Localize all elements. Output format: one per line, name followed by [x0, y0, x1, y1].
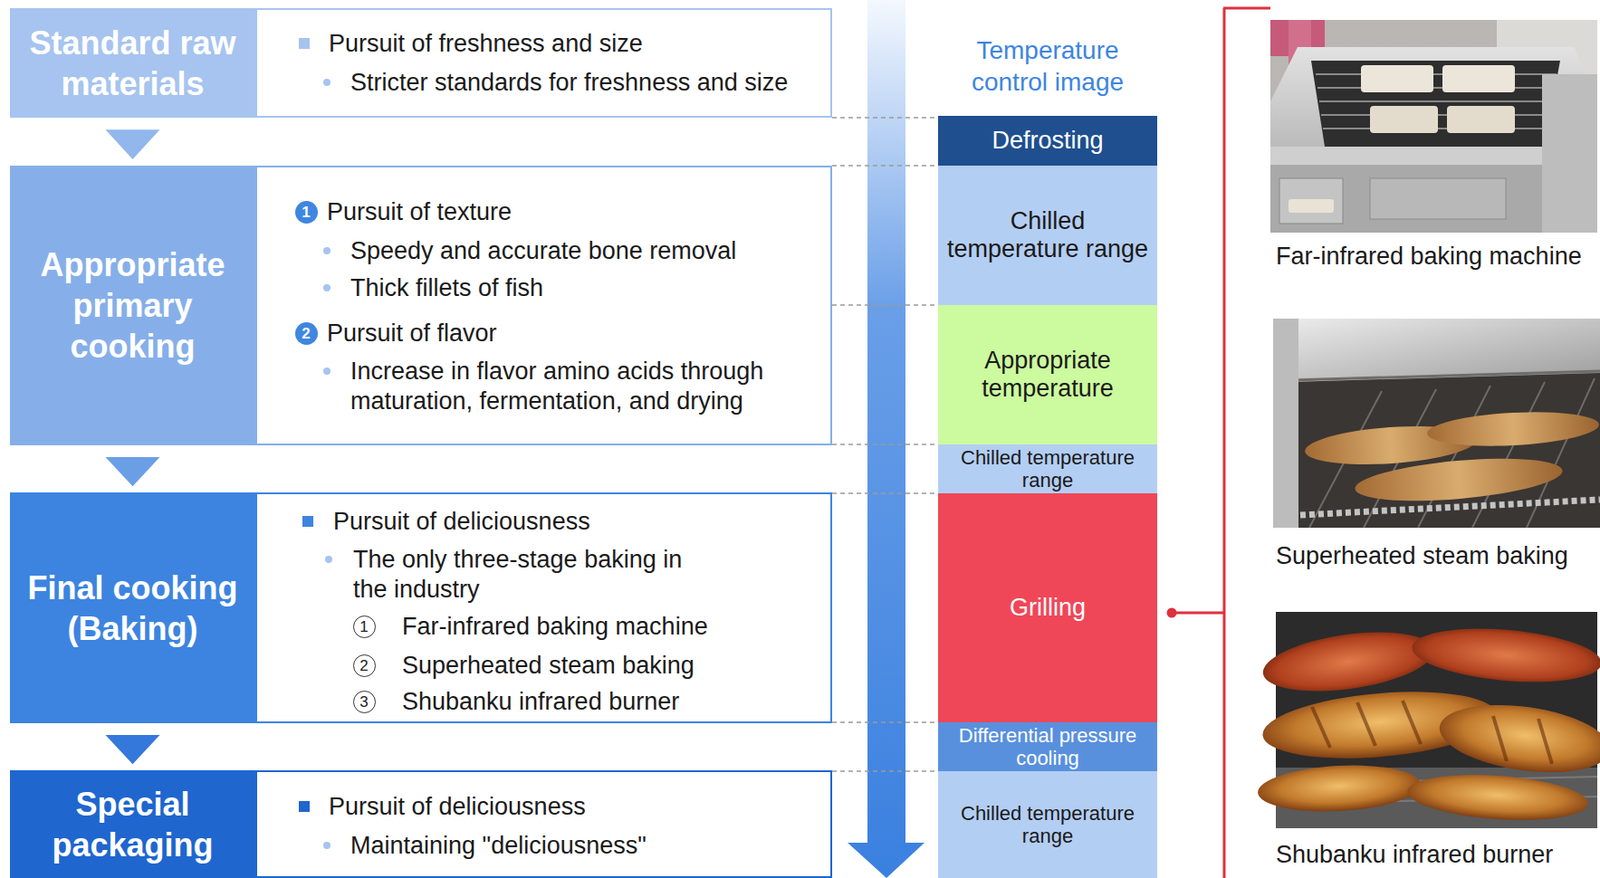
- bullet-item: The only three-stage baking in the indus…: [353, 545, 711, 605]
- callout-number: 2: [353, 654, 376, 678]
- dot-bullet: [325, 555, 333, 564]
- photo-caption: Shubanku infrared burner: [1275, 839, 1553, 871]
- dot-bullet: [323, 247, 331, 255]
- photo-caption: Superheated steam baking: [1275, 540, 1569, 572]
- photo-superheated-steam: [1273, 318, 1600, 528]
- callout-number: 1: [295, 201, 318, 224]
- band-text: Chilled temperature range: [945, 207, 1150, 264]
- dot-bullet: [323, 367, 331, 375]
- bullet-heading: Pursuit of texture: [326, 197, 512, 228]
- bullet-item: Maintaining "deliciousness": [350, 831, 647, 862]
- bullet-heading: Pursuit of freshness and size: [328, 28, 643, 59]
- stage-content: Pursuit of deliciousnessThe only three-s…: [255, 492, 833, 724]
- callout-number: 2: [295, 322, 318, 345]
- stage-title: Final cooking (Baking): [19, 567, 247, 650]
- bullet-heading: Pursuit of deliciousness: [333, 507, 591, 537]
- guide-lines: [832, 117, 939, 772]
- stage-content: Pursuit of freshness and sizeStricter st…: [255, 8, 833, 118]
- flow-chevron: [105, 735, 161, 765]
- list-item: Far-infrared baking machine: [402, 612, 709, 642]
- temperature-band: Grilling: [938, 493, 1158, 723]
- temperature-band: Chilled temperature range: [938, 771, 1158, 878]
- list-item: Superheated steam baking: [402, 651, 695, 681]
- section-title: Temperature control image: [943, 34, 1152, 98]
- band-text: Chilled temperature range: [945, 802, 1150, 849]
- bullet-heading: Pursuit of flavor: [326, 318, 498, 349]
- temperature-band: Chilled temperature range: [938, 165, 1158, 306]
- band-text: Appropriate temperature: [945, 346, 1150, 403]
- temperature-band: Differential pressure cooling: [938, 722, 1158, 772]
- square-bullet: [298, 801, 310, 813]
- stage-header: Special packaging: [9, 770, 256, 878]
- dot-bullet: [323, 78, 331, 87]
- photo-caption: Far-infrared baking machine: [1275, 240, 1582, 272]
- dot-bullet: [323, 842, 331, 850]
- bullet-heading: Pursuit of deliciousness: [328, 792, 586, 823]
- temperature-band: Chilled temperature range: [938, 444, 1158, 494]
- band-text: Differential pressure cooling: [945, 724, 1150, 771]
- flow-chevron: [105, 457, 161, 487]
- square-bullet: [302, 516, 314, 527]
- band-text: Chilled temperature range: [945, 446, 1150, 493]
- photo-shubanku-burner: [1256, 612, 1600, 829]
- list-item: Shubanku infrared burner: [402, 687, 680, 718]
- dot-bullet: [323, 284, 331, 292]
- stage-header: Final cooking (Baking): [9, 492, 256, 724]
- bullet-item: Increase in flavor amino acids through m…: [350, 356, 817, 417]
- temperature-arrow: [847, 0, 925, 878]
- callout-number: 1: [353, 615, 376, 639]
- bracket: [1171, 8, 1271, 878]
- square-bullet: [298, 38, 310, 49]
- bullet-item: Stricter standards for freshness and siz…: [350, 67, 788, 98]
- stage-title: Appropriate primary cooking: [19, 244, 247, 367]
- band-text: Defrosting: [991, 126, 1103, 155]
- bracket-dot: [1167, 608, 1178, 619]
- stage-title: Standard raw materials: [19, 22, 247, 105]
- stage-title: Special packaging: [19, 784, 247, 866]
- photo-far-infrared: [1270, 19, 1598, 233]
- temperature-band: Defrosting: [938, 115, 1158, 166]
- stage-content: Pursuit of deliciousnessMaintaining "del…: [255, 770, 833, 878]
- stage-header: Appropriate primary cooking: [9, 165, 256, 446]
- band-text: Grilling: [1009, 594, 1086, 623]
- temperature-band: Appropriate temperature: [938, 305, 1158, 445]
- flow-chevron: [105, 129, 161, 160]
- stage-content: 1 Pursuit of textureSpeedy and accurate b…: [255, 165, 833, 446]
- callout-number: 3: [353, 690, 376, 714]
- bullet-item: Speedy and accurate bone removal: [350, 236, 737, 267]
- stage-header: Standard raw materials: [9, 8, 256, 118]
- bullet-item: Thick fillets of fish: [350, 273, 544, 304]
